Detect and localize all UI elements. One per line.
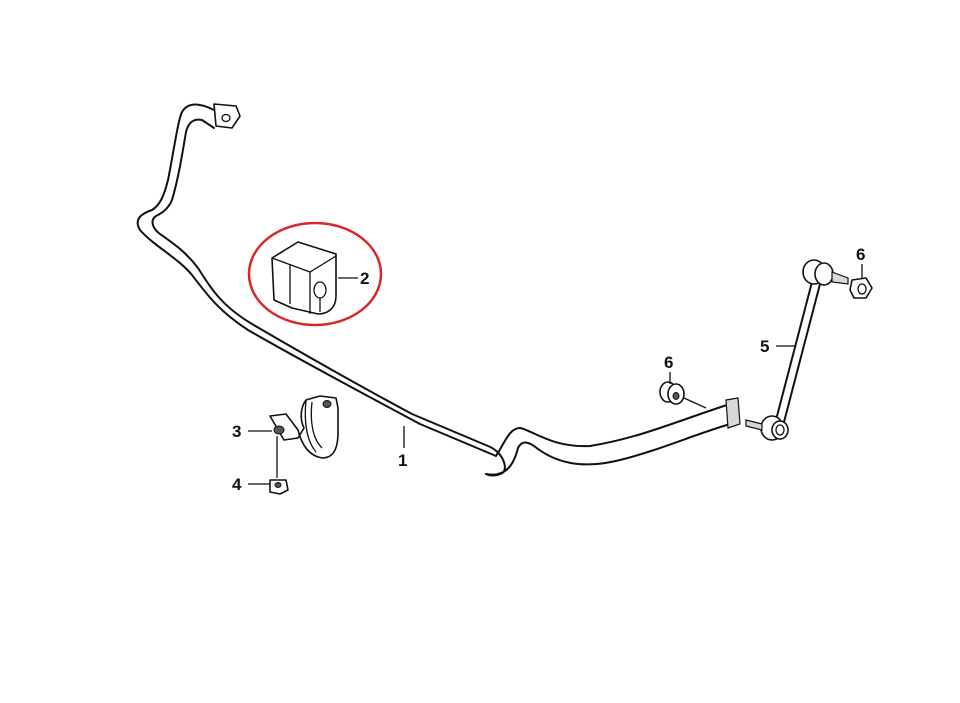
stabilizer-link [745,259,849,441]
bushing-bracket [269,395,339,459]
callout-4: 4 [232,475,242,494]
highlight-ellipse [247,221,383,327]
callout-6-link-top: 6 [856,245,865,264]
lock-nut-bar-end [659,381,707,409]
callout-3: 3 [232,422,241,441]
rubber-bushing [247,221,383,327]
callout-5: 5 [760,337,769,356]
callout-6-bar-end: 6 [664,353,673,372]
flange-nut [269,436,289,495]
stabilizer-bar [136,103,741,477]
callout-leaders [248,264,863,485]
lock-nut-link-top [849,277,873,299]
callout-2: 2 [360,269,369,288]
callout-1: 1 [398,451,407,470]
